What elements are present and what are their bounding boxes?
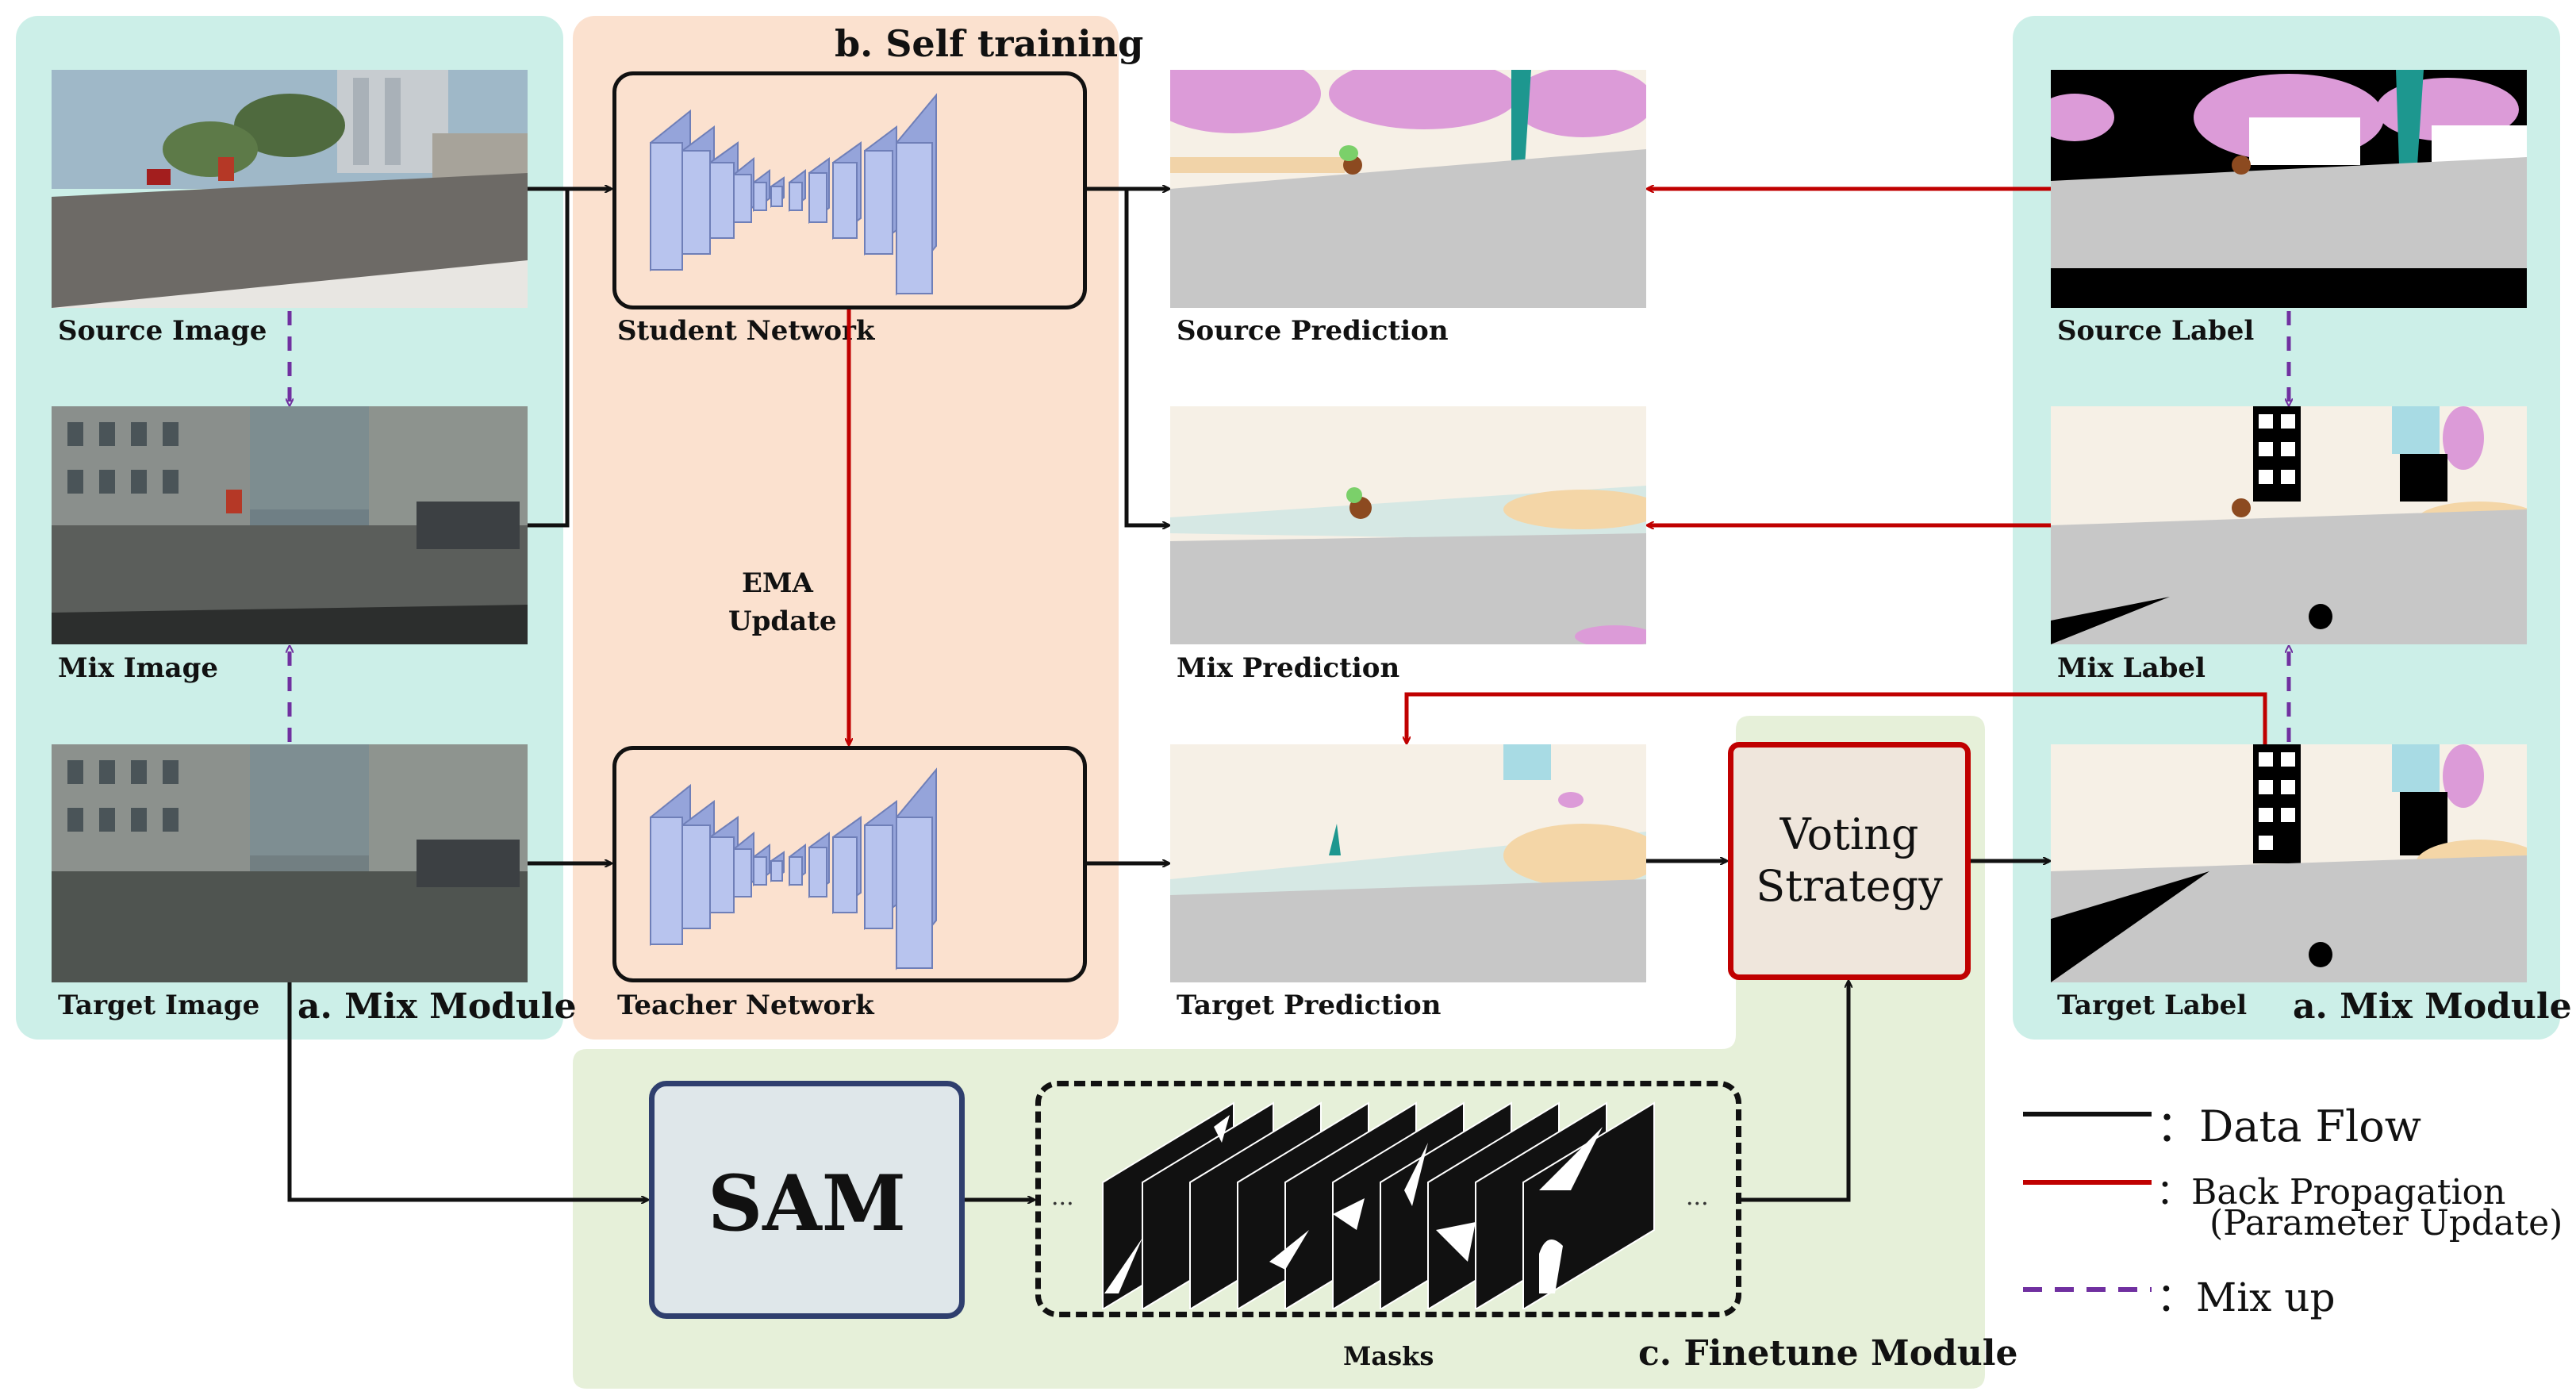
legend-data-flow-text: ：Data Flow [2156,1101,2422,1151]
mix-image [52,406,528,644]
student-network-blocks [650,93,937,296]
mix-module-left-title: a. Mix Module [298,986,577,1027]
arrow-target-image-to-sam [287,982,647,1200]
student-network-label: Student Network [617,315,875,347]
source-prediction [1170,70,1646,308]
target-image [52,744,528,982]
target-label [2051,744,2527,982]
masks-ellipsis-right: ··· [1686,1190,1709,1218]
arrow-target-label-to-target-prediction [1407,692,2267,744]
self-training-title: b. Self training [835,22,1144,65]
ema-update-label-line1: EMA [742,567,813,599]
mix-label-label: Mix Label [2057,652,2206,684]
source-image-label: Source Image [58,315,267,347]
teacher-network-box [612,746,1087,982]
source-label-label: Source Label [2057,315,2255,347]
masks-label: Masks [1343,1341,1434,1371]
mix-prediction-label: Mix Prediction [1177,652,1400,684]
legend-back-propagation-text: ：Back Propagation [2156,1172,2506,1213]
voting-strategy-label-line2: Strategy [1756,861,1943,911]
arrow-student-to-mix-prediction [1124,189,1169,525]
mix-prediction [1170,406,1646,644]
masks-container [1035,1081,1741,1317]
sam-box [649,1081,965,1319]
source-image [52,70,528,308]
source-label [2051,70,2527,308]
target-label-label: Target Label [2057,990,2248,1021]
arrow-masks-to-voting [1741,982,1849,1202]
target-prediction-label: Target Prediction [1177,990,1442,1021]
ema-update-label-line2: Update [728,605,837,637]
mix-label [2051,406,2527,644]
student-network-box [612,71,1087,309]
voting-strategy-box [1728,742,1971,980]
teacher-network-label: Teacher Network [617,990,874,1021]
legend-back-propagation-subtext: (Parameter Update) [2209,1203,2563,1243]
sam-label: SAM [707,1159,907,1248]
target-prediction [1170,744,1646,982]
mask-stack [1102,1101,1655,1309]
arrow-mix-image-to-student [528,189,570,528]
target-image-label: Target Image [58,990,260,1021]
source-prediction-label: Source Prediction [1177,315,1449,347]
masks-ellipsis-left: ··· [1051,1190,1074,1218]
legend-mix-up-text: ：Mix up [2156,1274,2336,1320]
finetune-module-title: c. Finetune Module [1638,1333,2018,1374]
mix-module-right-title: a. Mix Module [2293,986,2572,1027]
teacher-network-blocks [650,767,937,970]
voting-strategy-label-line1: Voting [1779,809,1919,859]
mix-image-label: Mix Image [58,652,218,684]
